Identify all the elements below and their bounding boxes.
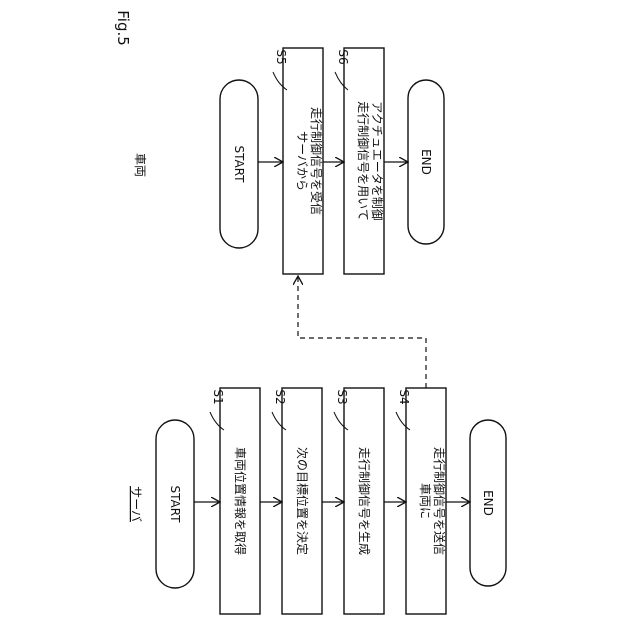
figure-label: Fig.5 — [114, 10, 132, 46]
signal-connector-dashed — [298, 276, 426, 388]
vehicle-step-s5-line2: 走行制御信号を受信 — [309, 107, 324, 215]
server-step-s4-line1: 車両に — [418, 483, 432, 519]
step-label-s6: S6 — [336, 49, 350, 64]
step-label-s3: S3 — [335, 389, 349, 404]
vehicle-step-s6-line2: アクチュエータを制御 — [370, 101, 385, 220]
vehicle-start-label: START — [232, 145, 246, 183]
server-step-s1-line1: 車両位置情報を取得 — [233, 447, 248, 555]
step-label-s5: S5 — [274, 49, 288, 64]
vehicle-title: 車両 — [133, 153, 147, 177]
vehicle-end-label: END — [419, 149, 433, 175]
server-step-s3-line1: 走行制御信号を生成 — [357, 447, 372, 555]
server-title: サーバ — [129, 486, 143, 522]
vehicle-step-s6-line1: 走行制御信号を用いて — [356, 101, 371, 221]
server-start-label: START — [168, 485, 182, 523]
step-label-s2: S2 — [273, 389, 287, 404]
server-step-s2-line1: 次の目標位置を決定 — [295, 447, 310, 555]
server-step-s4-line2: 走行制御信号を送信 — [432, 447, 447, 555]
vehicle-step-s5-line1: サーバから — [295, 131, 309, 191]
step-label-s4: S4 — [397, 389, 411, 404]
server-end-label: END — [481, 490, 495, 516]
step-label-s1: S1 — [211, 389, 225, 404]
